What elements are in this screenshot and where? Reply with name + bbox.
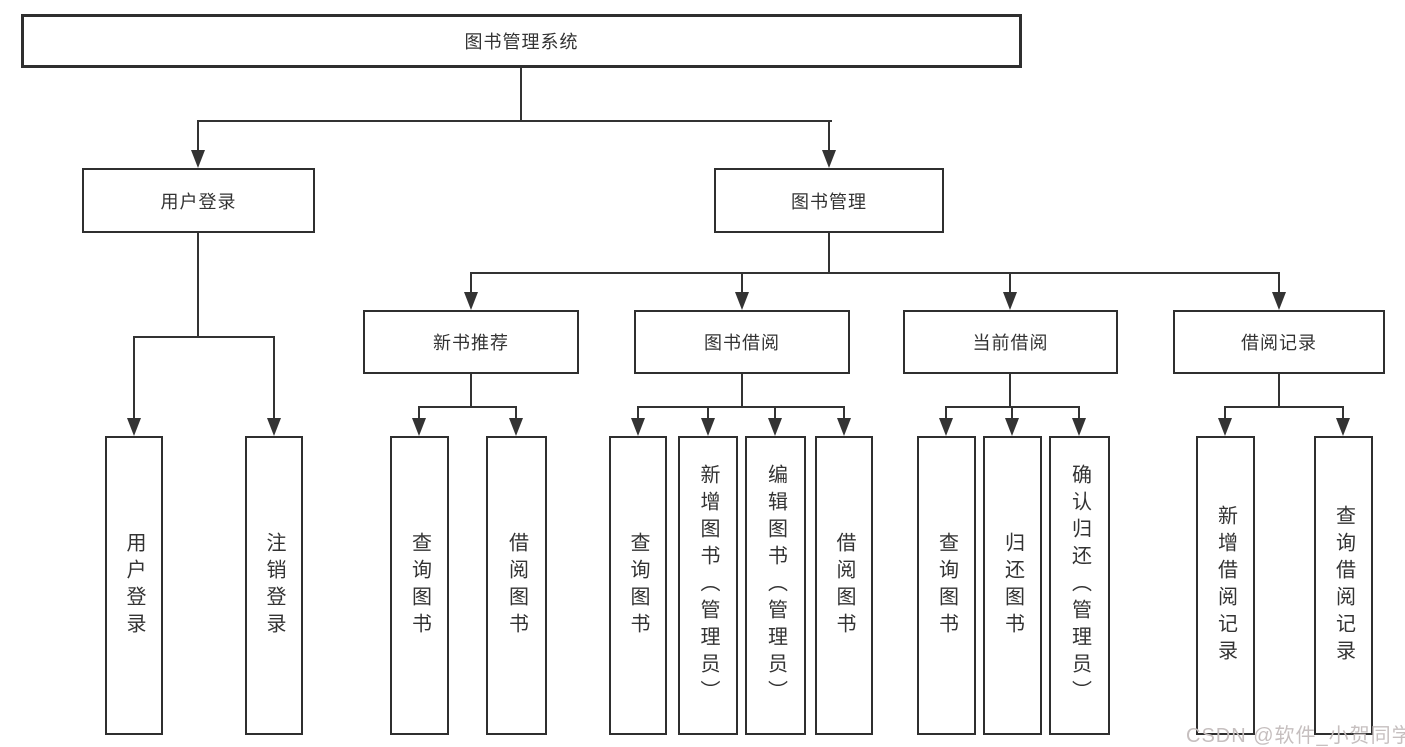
- node-library-management-system: 图书管理系统: [21, 14, 1022, 68]
- connector-line: [515, 406, 517, 420]
- leaf-borrowing-borrow-books: 借阅图书: [815, 436, 873, 735]
- arrowhead: [267, 418, 281, 436]
- connector-line: [1078, 406, 1080, 420]
- leaf-current-confirm-return-admin: 确认归还（管理员）: [1049, 436, 1110, 735]
- connector-line: [1224, 406, 1226, 420]
- connector-line: [418, 406, 517, 408]
- node-book-borrowing: 图书借阅: [634, 310, 850, 374]
- connector-line: [1224, 406, 1344, 408]
- arrowhead: [1072, 418, 1086, 436]
- connector-line: [197, 120, 832, 122]
- leaf-current-return-books: 归还图书: [983, 436, 1042, 735]
- arrowhead: [1005, 418, 1019, 436]
- node-label: 图书管理: [791, 191, 867, 212]
- connector-line: [197, 233, 199, 338]
- node-label: 借阅记录: [1241, 333, 1317, 353]
- node-label: 图书管理系统: [464, 32, 579, 52]
- node-user-login: 用户登录: [82, 168, 315, 233]
- arrowhead: [701, 418, 715, 436]
- leaf-label: 查询图书: [935, 531, 958, 640]
- leaf-label: 归还图书: [1001, 531, 1024, 640]
- arrowhead: [735, 292, 749, 310]
- leaf-records-query-record: 查询借阅记录: [1314, 436, 1373, 735]
- arrowhead: [768, 418, 782, 436]
- arrowhead: [509, 418, 523, 436]
- arrowhead: [1003, 292, 1017, 310]
- node-label: 当前借阅: [972, 333, 1049, 353]
- connector-line: [707, 406, 709, 420]
- connector-line: [133, 336, 135, 420]
- connector-line: [1009, 272, 1011, 294]
- connector-line: [273, 336, 275, 420]
- connector-line: [843, 406, 845, 420]
- connector-line: [418, 406, 420, 420]
- node-new-book-recommend: 新书推荐: [363, 310, 579, 374]
- leaf-user-login: 用户登录: [105, 436, 163, 735]
- connector-line: [741, 272, 743, 294]
- arrowhead: [127, 418, 141, 436]
- leaf-label: 借阅图书: [833, 531, 855, 640]
- node-label: 新书推荐: [433, 333, 509, 353]
- connector-line: [197, 120, 199, 152]
- leaf-label: 编辑图书（管理员）: [764, 464, 787, 707]
- arrowhead: [464, 292, 478, 310]
- connector-line: [637, 406, 639, 420]
- leaf-borrowing-edit-books-admin: 编辑图书（管理员）: [745, 436, 806, 735]
- arrowhead: [837, 418, 851, 436]
- connector-line: [1011, 406, 1013, 420]
- connector-line: [828, 233, 830, 274]
- leaf-label: 借阅图书: [505, 531, 528, 640]
- connector-line: [774, 406, 776, 420]
- connector-line: [741, 374, 743, 408]
- connector-line: [637, 406, 845, 408]
- connector-line: [470, 272, 1280, 274]
- node-label: 图书借阅: [704, 333, 780, 353]
- node-current-borrowing: 当前借阅: [903, 310, 1118, 374]
- leaf-label: 新增借阅记录: [1214, 504, 1237, 667]
- arrowhead: [191, 150, 205, 168]
- arrowhead: [1218, 418, 1232, 436]
- leaf-label: 新增图书（管理员）: [697, 464, 719, 707]
- connector-line: [133, 336, 275, 338]
- node-borrow-records: 借阅记录: [1173, 310, 1385, 374]
- csdn-watermark: CSDN @软件_小贺同学: [1186, 725, 1405, 747]
- leaf-label: 查询图书: [408, 531, 431, 640]
- leaf-current-query-books: 查询图书: [917, 436, 976, 735]
- connector-line: [828, 120, 830, 152]
- leaf-recommend-query-books: 查询图书: [390, 436, 449, 735]
- connector-line: [470, 272, 472, 294]
- leaf-logout: 注销登录: [245, 436, 303, 735]
- leaf-label: 查询图书: [627, 531, 649, 640]
- connector-line: [945, 406, 947, 420]
- leaf-borrowing-query-books: 查询图书: [609, 436, 667, 735]
- arrowhead: [822, 150, 836, 168]
- leaf-label: 注销登录: [263, 531, 285, 640]
- leaf-label: 用户登录: [123, 531, 145, 640]
- connector-line: [1342, 406, 1344, 420]
- arrowhead: [631, 418, 645, 436]
- connector-line: [1009, 374, 1011, 408]
- arrowhead: [412, 418, 426, 436]
- leaf-recommend-borrow-books: 借阅图书: [486, 436, 547, 735]
- connector-line: [470, 374, 472, 408]
- leaf-label: 查询借阅记录: [1332, 504, 1355, 667]
- leaf-records-add-record: 新增借阅记录: [1196, 436, 1255, 735]
- leaf-label: 确认归还（管理员）: [1068, 464, 1091, 707]
- arrowhead: [1272, 292, 1286, 310]
- leaf-borrowing-add-books-admin: 新增图书（管理员）: [678, 436, 738, 735]
- arrowhead: [939, 418, 953, 436]
- connector-line: [520, 68, 522, 122]
- node-label: 用户登录: [160, 191, 237, 212]
- connector-line: [1278, 374, 1280, 408]
- connector-line: [1278, 272, 1280, 294]
- arrowhead: [1336, 418, 1350, 436]
- node-book-management: 图书管理: [714, 168, 944, 233]
